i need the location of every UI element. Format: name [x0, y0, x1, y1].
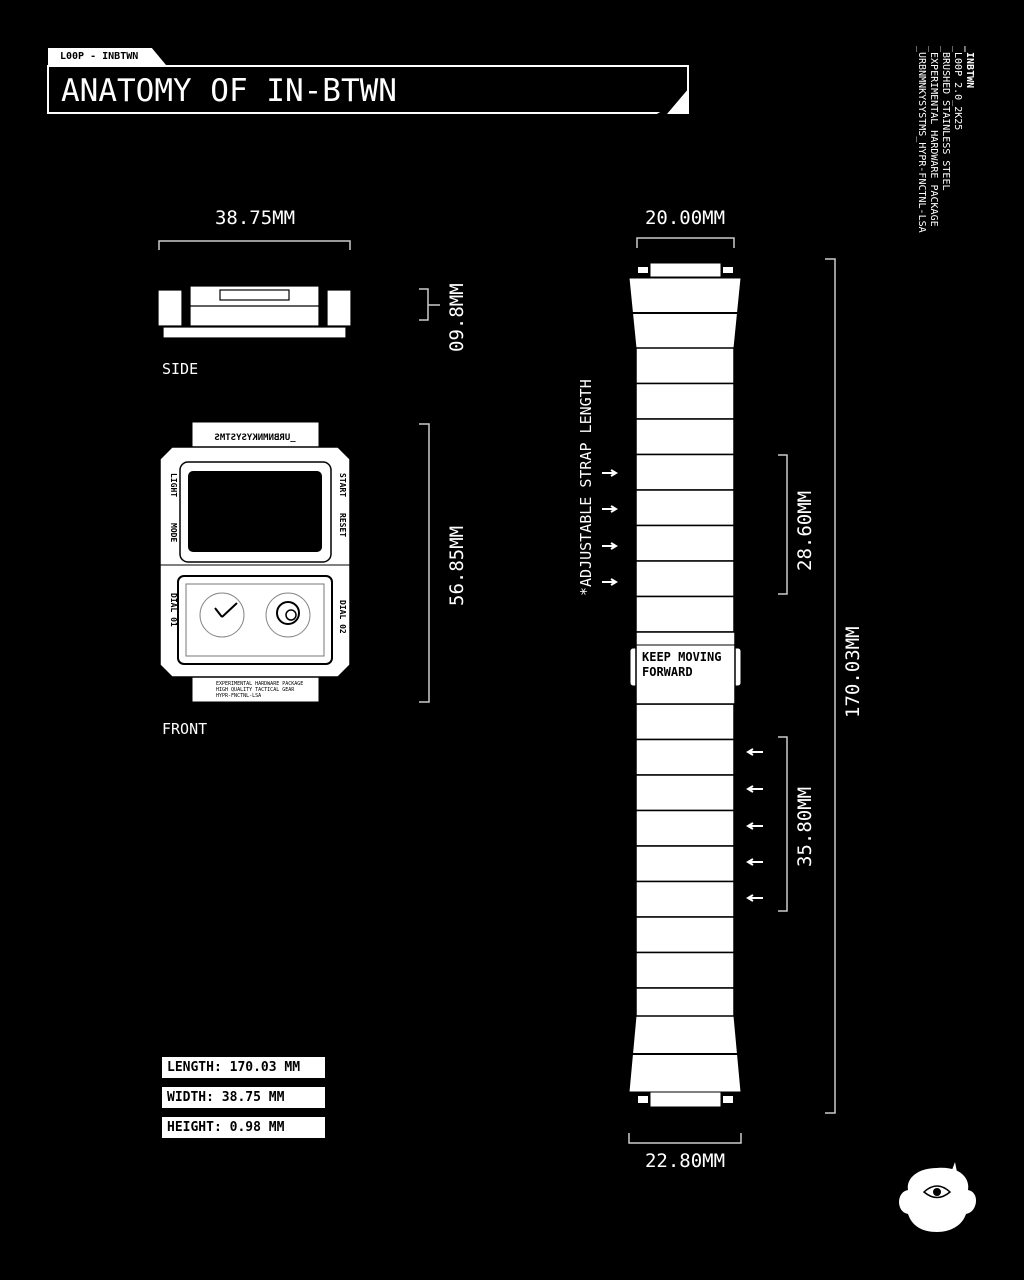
front-height-dim: 56.85MM — [446, 526, 468, 606]
side-info: _INBTWN _L00P 2.0_2K25 _BRUSHED STAINLES… — [916, 46, 975, 233]
page-title: ANATOMY OF IN-BTWN — [47, 65, 689, 114]
spec-height: HEIGHT: 0.98 MM — [162, 1117, 325, 1138]
side-info-line: _BRUSHED STAINLESS STEEL — [940, 46, 951, 191]
side-height-dim: 09.8MM — [446, 283, 468, 352]
lug-text: HIGH QUALITY TACTICAL GEAR — [216, 687, 295, 693]
strap-pin — [638, 267, 648, 273]
dial-label-1: DIAL 01 — [169, 593, 178, 627]
total-length-dim: 170.03MM — [842, 626, 864, 718]
monkey-logo — [899, 1162, 977, 1232]
arrow-left-icon — [746, 785, 763, 793]
arrow-left-icon — [746, 748, 763, 756]
brand-mark: _URBNMNKYSYSTMS — [214, 433, 295, 443]
strap-link — [635, 916, 735, 954]
strap-link — [635, 774, 735, 812]
arrow-right-icon — [602, 578, 618, 586]
strap-pin — [638, 1096, 648, 1103]
lug-text: HYPR-FNCTNL-LSA — [216, 693, 261, 699]
strap-top-width-dim: 20.00MM — [645, 207, 725, 229]
strap-pin — [723, 1096, 733, 1103]
strap-link — [635, 524, 735, 562]
total-length-bracket — [825, 258, 836, 1114]
strap-link — [635, 489, 735, 527]
strap-end-cap — [649, 1091, 722, 1108]
watch-width-dim: 38.75MM — [215, 207, 295, 229]
lug-text: EXPERIMENTAL HARDWARE PACKAGE — [216, 681, 303, 687]
spec-length: LENGTH: 170.03 MM — [162, 1057, 325, 1078]
strap-link — [635, 418, 735, 456]
button-label-light: LIGHT — [169, 473, 178, 497]
side-info-line: _L00P 2.0_2K25 — [952, 46, 963, 130]
clasp-text: FORWARD — [642, 665, 693, 679]
side-height-bracket — [419, 288, 440, 321]
strap-link — [635, 987, 735, 1017]
eye-icon — [922, 1185, 952, 1199]
arrow-left-icon — [746, 822, 763, 830]
strap-link — [635, 703, 735, 741]
strap-bottom-width-dim: 22.80MM — [645, 1150, 725, 1172]
arrow-right-icon — [602, 542, 618, 550]
side-info-line: _EXPERIMENTAL HARDWARE PACKAGE — [928, 46, 939, 227]
strap-link — [635, 809, 735, 847]
button-label-mode: MODE — [169, 523, 178, 542]
watch-width-bracket — [158, 240, 351, 250]
clasp-text: KEEP MOVING — [642, 650, 721, 664]
front-label: FRONT — [162, 720, 207, 738]
spec-width: WIDTH: 38.75 MM — [162, 1087, 325, 1108]
strap-end-cap — [649, 262, 722, 278]
adjustable-strap-note: *ADJUSTABLE STRAP LENGTH — [577, 379, 595, 596]
side-info-line: _URBNMNKYSYSTMS_HYPR-FNCTNL-LSA — [916, 46, 927, 233]
watch-front-view: _URBNMNKYSYSTMS EXPERIMENTAL HARDWARE PA… — [159, 421, 351, 703]
watch-side-view — [157, 285, 352, 339]
lower-section-bracket — [778, 736, 788, 912]
upper-section-dim: 28.60MM — [794, 491, 816, 571]
strap-bottom-width-bracket — [628, 1133, 742, 1144]
header-tag: L00P - INBTWN — [48, 48, 166, 65]
dial-label-2: DIAL 02 — [338, 600, 347, 634]
strap-link — [635, 347, 735, 385]
clasp: KEEP MOVING FORWARD — [629, 631, 742, 705]
strap-link — [635, 595, 735, 633]
arrows — [602, 469, 763, 902]
arrow-left-icon — [746, 894, 763, 902]
button-label-start: START — [338, 473, 347, 497]
strap-link — [635, 560, 735, 598]
side-info-line: _INBTWN — [964, 46, 975, 88]
strap-link — [635, 453, 735, 491]
arrow-right-icon — [602, 505, 618, 513]
front-height-bracket — [419, 423, 430, 703]
strap-link — [635, 951, 735, 989]
lower-section-dim: 35.80MM — [794, 787, 816, 867]
side-label: SIDE — [162, 360, 198, 378]
strap — [628, 262, 742, 1108]
arrow-right-icon — [602, 469, 618, 477]
strap-link — [635, 880, 735, 918]
strap-link — [635, 738, 735, 776]
button-label-reset: RESET — [338, 513, 347, 537]
strap-top-width-bracket — [636, 237, 735, 248]
arrow-left-icon — [746, 858, 763, 866]
strap-pin — [723, 267, 733, 273]
upper-section-bracket — [778, 454, 788, 595]
strap-link — [635, 382, 735, 420]
strap-link — [635, 845, 735, 883]
